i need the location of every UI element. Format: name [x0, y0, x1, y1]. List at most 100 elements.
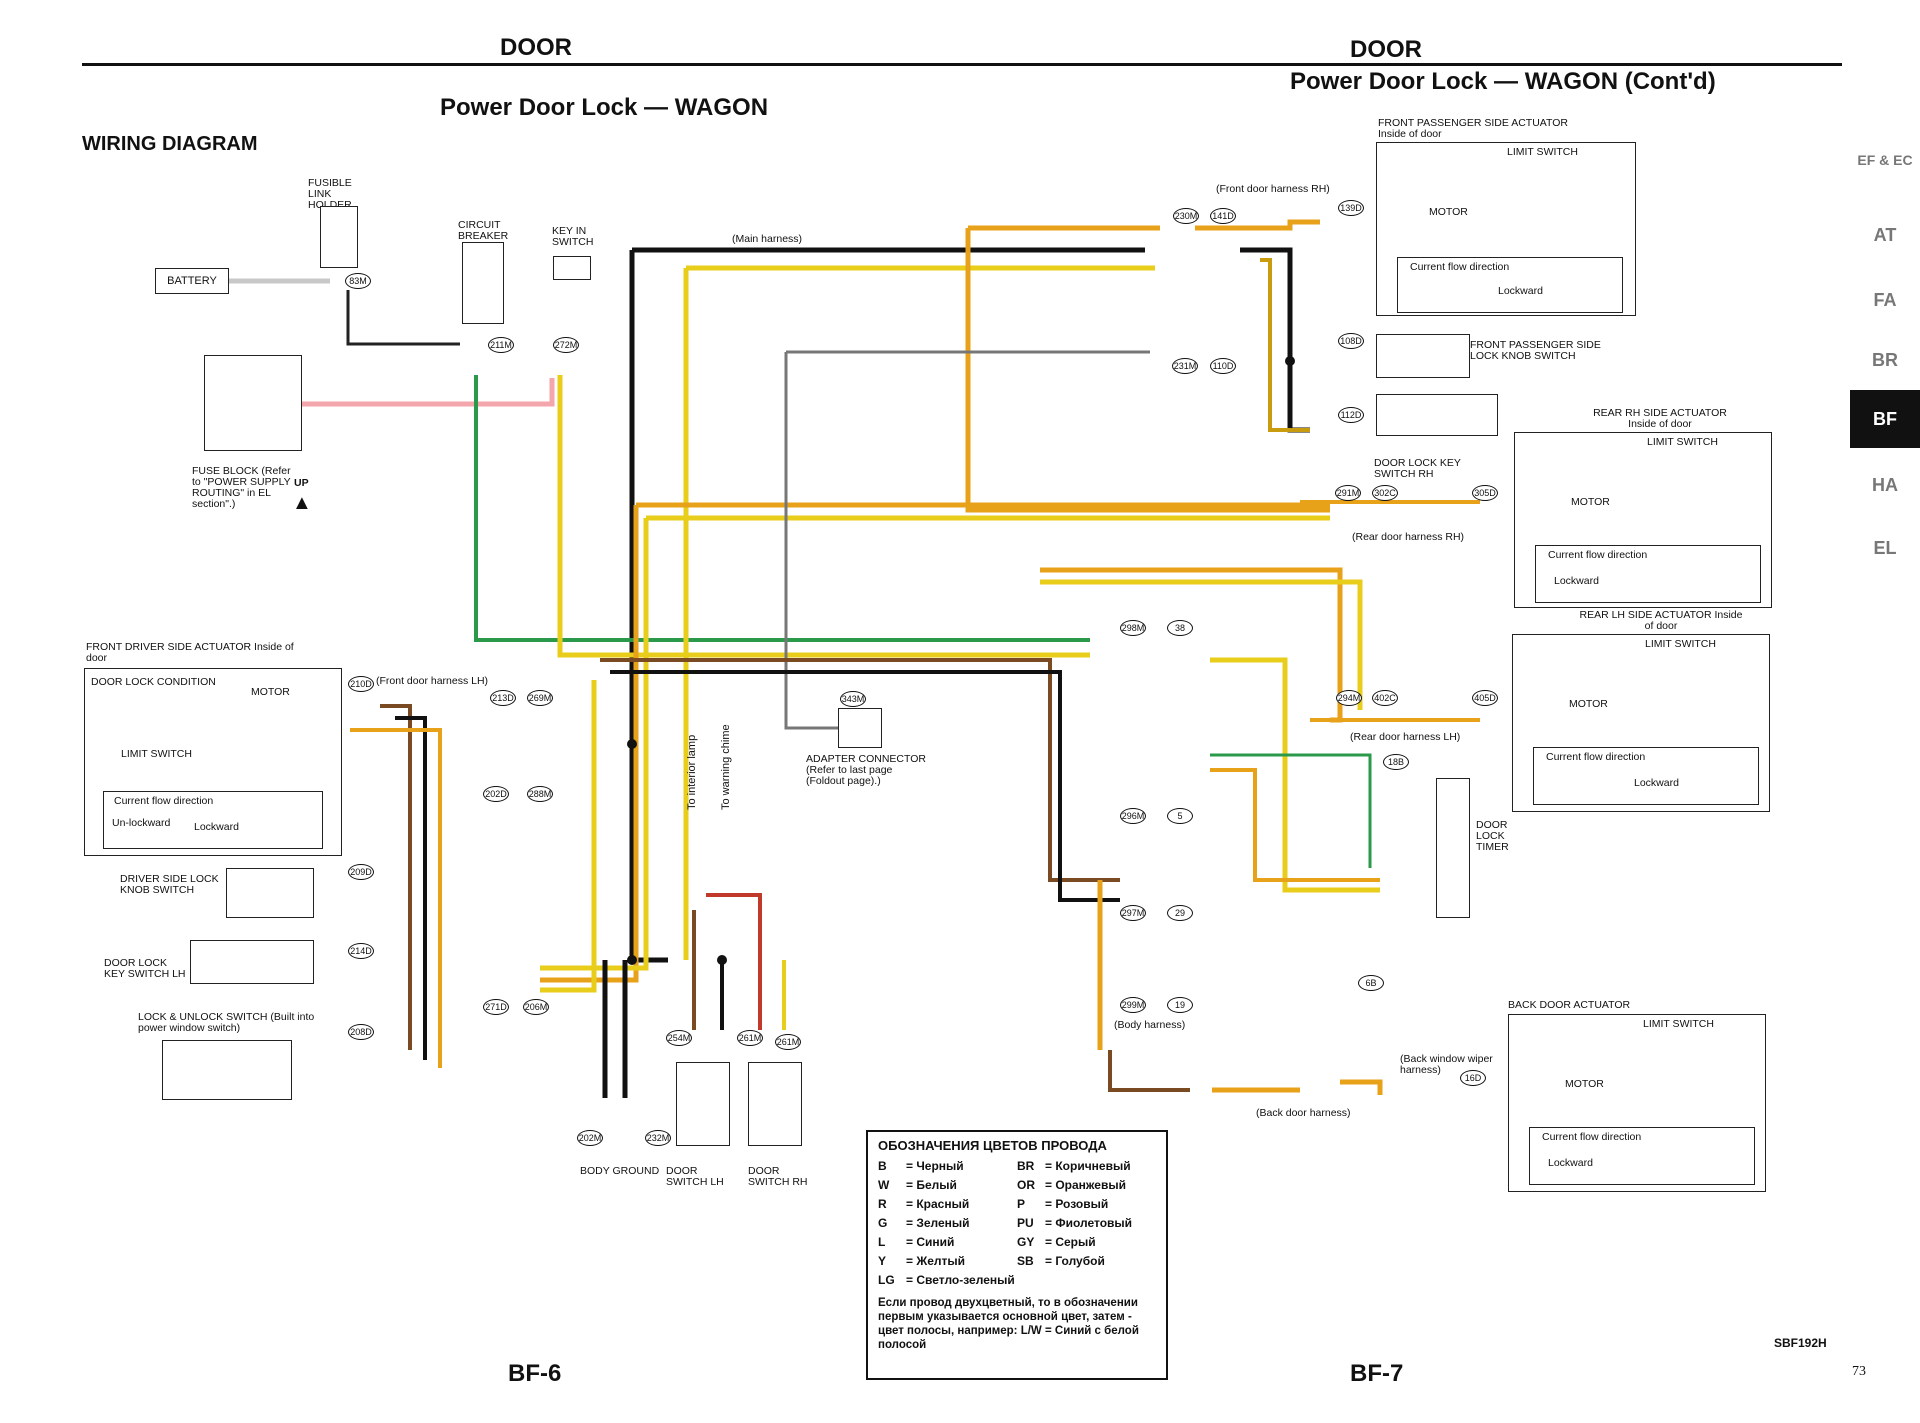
- side-tab-efec[interactable]: EF & EC: [1857, 152, 1913, 168]
- page-number-left: BF-6: [508, 1360, 562, 1387]
- legend-code: LG: [878, 1273, 895, 1287]
- legend-col-right: BR = Коричневый: [1017, 1159, 1156, 1178]
- connector-6b: 6B: [1358, 975, 1384, 991]
- legend-code: BR: [1017, 1159, 1035, 1173]
- connector-209d: 209D: [348, 864, 374, 880]
- connector-297m: 297M: [1120, 905, 1146, 921]
- legend-code: SB: [1017, 1254, 1034, 1268]
- figure-code: SBF192H: [1774, 1336, 1827, 1350]
- current-flow-box: Current flow direction Lockward: [1535, 545, 1761, 603]
- side-tab-bf[interactable]: BF: [1850, 390, 1920, 448]
- rear-door-harness-lh-label: (Rear door harness LH): [1350, 731, 1461, 743]
- front-passenger-actuator: LIMIT SWITCH MOTOR Current flow directio…: [1376, 142, 1636, 316]
- connector-83m: 83M: [345, 273, 371, 289]
- door-switch-lh-label: DOOR SWITCH LH: [666, 1165, 724, 1188]
- lockward-label: Lockward: [1548, 1157, 1593, 1169]
- legend-col-left: LG= Светло-зеленый: [878, 1273, 1017, 1292]
- main-harness-label: (Main harness): [732, 233, 803, 245]
- connector-288m: 288M: [527, 786, 553, 802]
- connector-139d: 139D: [1338, 200, 1364, 216]
- connector-343m: 343M: [840, 691, 866, 707]
- current-flow-box: Current flow direction Lockward: [1397, 257, 1623, 313]
- legend-color-name: = Белый: [906, 1178, 957, 1192]
- body-ground-label: BODY GROUND: [580, 1165, 660, 1177]
- adapter-connector-label: ADAPTER CONNECTOR (Refer to last page (F…: [806, 753, 926, 787]
- legend-col-right: GY= Серый: [1017, 1235, 1156, 1254]
- front-door-harness-lh-label: (Front door harness LH): [376, 675, 489, 687]
- limit-switch-label: LIMIT SWITCH: [1645, 638, 1716, 650]
- side-tab-fa[interactable]: FA: [1873, 289, 1897, 310]
- door-lock-timer-label: DOOR LOCK TIMER: [1476, 819, 1509, 853]
- front-door-harness-rh-label: (Front door harness RH): [1216, 183, 1330, 195]
- legend-code: W: [878, 1178, 890, 1192]
- legend-code: OR: [1017, 1178, 1035, 1192]
- key-in-switch: [553, 256, 591, 280]
- connector-110d: 110D: [1210, 358, 1236, 374]
- front-passenger-actuator-label: FRONT PASSENGER SIDE ACTUATOR Inside of …: [1378, 117, 1569, 140]
- legend-code: Y: [878, 1254, 887, 1268]
- legend-color-name: = Голубой: [1045, 1254, 1105, 1268]
- front-driver-actuator-label: FRONT DRIVER SIDE ACTUATOR Inside of doo…: [86, 641, 294, 664]
- circuit-breaker: [462, 242, 504, 324]
- front-passenger-knob-switch: [1376, 334, 1470, 378]
- circuit-breaker-label: CIRCUIT BREAKER: [458, 219, 509, 242]
- connector-402c: 402C: [1372, 690, 1398, 706]
- current-flow-label: Current flow direction: [1546, 751, 1646, 763]
- connector-213d: 213D: [490, 690, 516, 706]
- connector-38: 38: [1167, 620, 1193, 636]
- door-switch-rh: [748, 1062, 802, 1146]
- page-title-left: Power Door Lock — WAGON: [440, 94, 769, 121]
- connector-210d: 210D: [348, 676, 374, 692]
- motor-label: MOTOR: [251, 686, 290, 698]
- lockward-label: Lockward: [1554, 575, 1599, 587]
- legend-col-left: G= Зеленый: [878, 1216, 1017, 1235]
- key-in-switch-label: KEY IN SWITCH: [552, 225, 594, 248]
- connector-141d: 141D: [1210, 208, 1236, 224]
- side-tab-el[interactable]: EL: [1873, 537, 1897, 558]
- connector-206m: 206M: [523, 999, 549, 1015]
- current-flow-label: Current flow direction: [114, 795, 214, 807]
- side-tab-at[interactable]: AT: [1873, 224, 1897, 245]
- connector-405d: 405D: [1472, 690, 1498, 706]
- page-number-right: BF-7: [1350, 1360, 1404, 1387]
- legend-code: G: [878, 1216, 888, 1230]
- lockward-label: Lockward: [1634, 777, 1679, 789]
- connector-305d: 305D: [1472, 485, 1498, 501]
- front-passenger-knob-label: FRONT PASSENGER SIDE LOCK KNOB SWITCH: [1470, 339, 1601, 362]
- legend-col-left: B= Черный: [878, 1159, 1017, 1178]
- current-flow-box: Current flow direction Un-lockward Lockw…: [103, 791, 323, 849]
- legend-color-name: = Серый: [1045, 1235, 1096, 1249]
- connector-272m: 272M: [553, 337, 579, 353]
- legend-col-right: P= Розовый: [1017, 1197, 1156, 1216]
- lockward-label: Lockward: [194, 821, 239, 833]
- legend-col-right: SB = Голубой: [1017, 1254, 1156, 1273]
- diagram-heading: WIRING DIAGRAM: [82, 133, 258, 155]
- up-arrow-icon: ▲: [292, 492, 312, 514]
- legend-col-left: Y= Желтый: [878, 1254, 1017, 1273]
- to-interior-lamp-label: To interior lamp: [686, 734, 698, 810]
- door-switch-lh: [676, 1062, 730, 1146]
- side-tab-br[interactable]: BR: [1872, 349, 1898, 370]
- connector-112d: 112D: [1338, 407, 1364, 423]
- fuse-block: [204, 355, 302, 451]
- legend-color-name: = Черный: [906, 1159, 964, 1173]
- section-header-left: DOOR: [500, 34, 572, 61]
- legend-col-left: W = Белый: [878, 1178, 1017, 1197]
- lock-unlock-switch: [162, 1040, 292, 1100]
- legend-col-left: L= Синий: [878, 1235, 1017, 1254]
- legend-col-right: [1017, 1273, 1156, 1292]
- side-tab-ha[interactable]: HA: [1872, 474, 1898, 495]
- limit-switch-label: LIMIT SWITCH: [1643, 1018, 1714, 1030]
- door-lock-key-switch-rh-label: DOOR LOCK KEY SWITCH RH: [1374, 457, 1461, 480]
- motor-label: MOTOR: [1569, 698, 1608, 710]
- connector-271d: 271D: [483, 999, 509, 1015]
- legend-color-name: = Коричневый: [1045, 1159, 1131, 1173]
- legend-color-name: = Синий: [906, 1235, 955, 1249]
- front-driver-actuator: DOOR LOCK CONDITION MOTOR LIMIT SWITCH C…: [84, 668, 342, 856]
